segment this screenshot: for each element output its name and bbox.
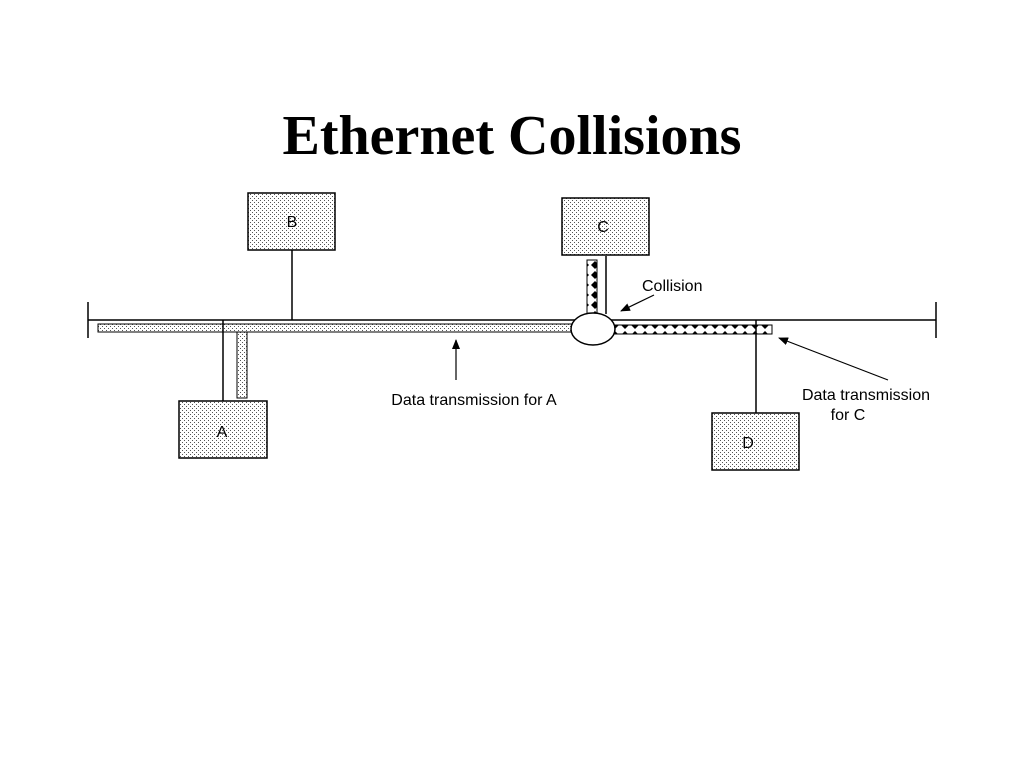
station-d-box xyxy=(711,412,800,471)
transmission-c-label-line1: Data transmission xyxy=(802,387,930,404)
transmission-a-label: Data transmission for A xyxy=(391,392,557,409)
station-c: C xyxy=(561,197,650,314)
collision-point xyxy=(570,312,616,346)
station-b: B xyxy=(247,192,336,320)
signal-band-a-vertical xyxy=(236,331,248,399)
signal-band-c xyxy=(613,324,773,335)
station-b-label: B xyxy=(287,214,298,231)
transmission-c-arrow xyxy=(778,337,889,381)
slide-title: Ethernet Collisions xyxy=(282,105,742,167)
transmission-c-label-line2: for C xyxy=(831,407,866,424)
station-a-label: A xyxy=(217,424,228,441)
station-a: A xyxy=(178,320,268,459)
station-b-box xyxy=(247,192,336,251)
ethernet-bus xyxy=(87,302,937,338)
station-d-label: D xyxy=(742,435,754,452)
collision-label: Collision xyxy=(642,278,702,295)
station-c-label: C xyxy=(597,219,609,236)
collision-arrow xyxy=(620,294,655,312)
signal-band-a xyxy=(97,323,577,333)
signal-band-c-vertical xyxy=(586,259,598,319)
station-c-box xyxy=(561,197,650,256)
station-a-box xyxy=(178,400,268,459)
station-d: D xyxy=(711,320,800,471)
